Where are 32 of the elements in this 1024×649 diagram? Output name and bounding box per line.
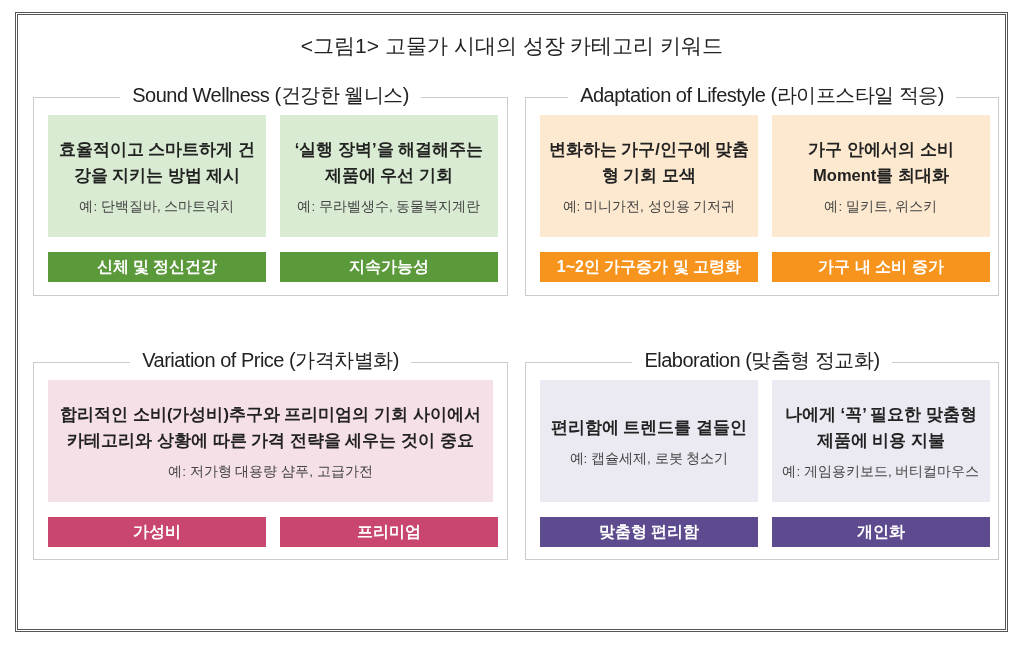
example-text: 예: 무라벨생수, 동물복지계란	[297, 198, 481, 217]
description-card	[48, 380, 493, 502]
example-text: 예: 게임용키보드, 버티컬마우스	[782, 463, 980, 482]
keyword-bar: 신체 및 정신건강	[48, 252, 266, 282]
description-text: 효율적이고 스마트하게 건강을 지키는 방법 제시	[57, 138, 257, 186]
keyword-bar: 가성비	[48, 517, 266, 547]
example-text: 예: 캡슐세제, 로봇 청소기	[569, 450, 729, 469]
figure-title: <그림1> 고물가 시대의 성장 카테고리 키워드	[299, 33, 725, 59]
keyword-bar: 1~2인 가구증가 및 고령화	[540, 252, 758, 282]
description-text: 가구 안에서의 소비 Moment를 최대화	[807, 138, 955, 186]
description-text: 변화하는 가구/인구에 맞춤형 기회 모색	[548, 138, 750, 186]
description-text: ‘실행 장벽’을 해결해주는 제품에 우선 기회	[293, 138, 485, 186]
panel-heading: Sound Wellness (건강한 웰니스)	[120, 84, 421, 106]
keyword-bar: 지속가능성	[280, 252, 498, 282]
description-card	[48, 115, 266, 237]
panel-heading: Adaptation of Lifestyle (라이프스타일 적응)	[568, 84, 956, 106]
panel-heading: Variation of Price (가격차별화)	[130, 349, 411, 371]
example-text: 예: 단백질바, 스마트워치	[79, 198, 235, 217]
example-text: 예: 밀키트, 위스키	[824, 198, 938, 217]
example-text: 예: 저가형 대용량 샴푸, 고급가전	[168, 463, 373, 482]
panel-heading: Elaboration (맞춤형 정교화)	[632, 349, 892, 371]
keyword-bar: 개인화	[772, 517, 990, 547]
description-card	[540, 115, 758, 237]
description-card	[280, 115, 498, 237]
description-text: 나에게 ‘꼭’ 필요한 맞춤형 제품에 비용 지불	[784, 403, 978, 451]
keyword-bar: 맞춤형 편리함	[540, 517, 758, 547]
keyword-bar: 가구 내 소비 증가	[772, 252, 990, 282]
description-text: 편리함에 트렌드를 곁들인	[550, 416, 748, 438]
description-text: 합리적인 소비(가성비)추구와 프리미엄의 기회 사이에서 카테고리와 상황에 따른 가격 전략을 세우는 것이 중요	[59, 403, 482, 451]
keyword-bar: 프리미엄	[280, 517, 498, 547]
description-card	[772, 115, 990, 237]
example-text: 예: 미니가전, 성인용 기저귀	[562, 198, 736, 217]
